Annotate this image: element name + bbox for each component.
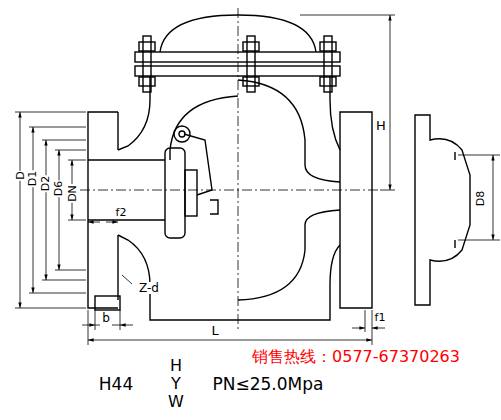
dimension-label: D1 (28, 169, 39, 186)
dimension-label: DN (66, 184, 77, 203)
dimension-label: f2 (115, 207, 128, 218)
dimension-label: b (101, 312, 111, 324)
dimension-label: D2 (41, 174, 52, 191)
model-letter: H (169, 358, 183, 374)
valve-body (88, 15, 470, 320)
dimension-lines (15, 15, 500, 345)
dimension-label: D (14, 170, 25, 180)
model-letter: Y (170, 376, 182, 392)
thread-label: Z-d (138, 282, 160, 294)
model-letter: W (167, 394, 185, 410)
hotline-note: 销售热线：0577-67370263 (251, 349, 461, 365)
center-lines (80, 8, 380, 330)
pressure-rating: PN≤25.0Mpa (212, 376, 325, 393)
dimension-label: L (210, 324, 219, 337)
dimension-label: f1 (374, 312, 387, 323)
model-code: H44 (98, 376, 134, 393)
dimension-label: D8 (476, 189, 487, 206)
dimension-label: D6 (54, 179, 65, 196)
dimension-label: H (375, 119, 387, 132)
